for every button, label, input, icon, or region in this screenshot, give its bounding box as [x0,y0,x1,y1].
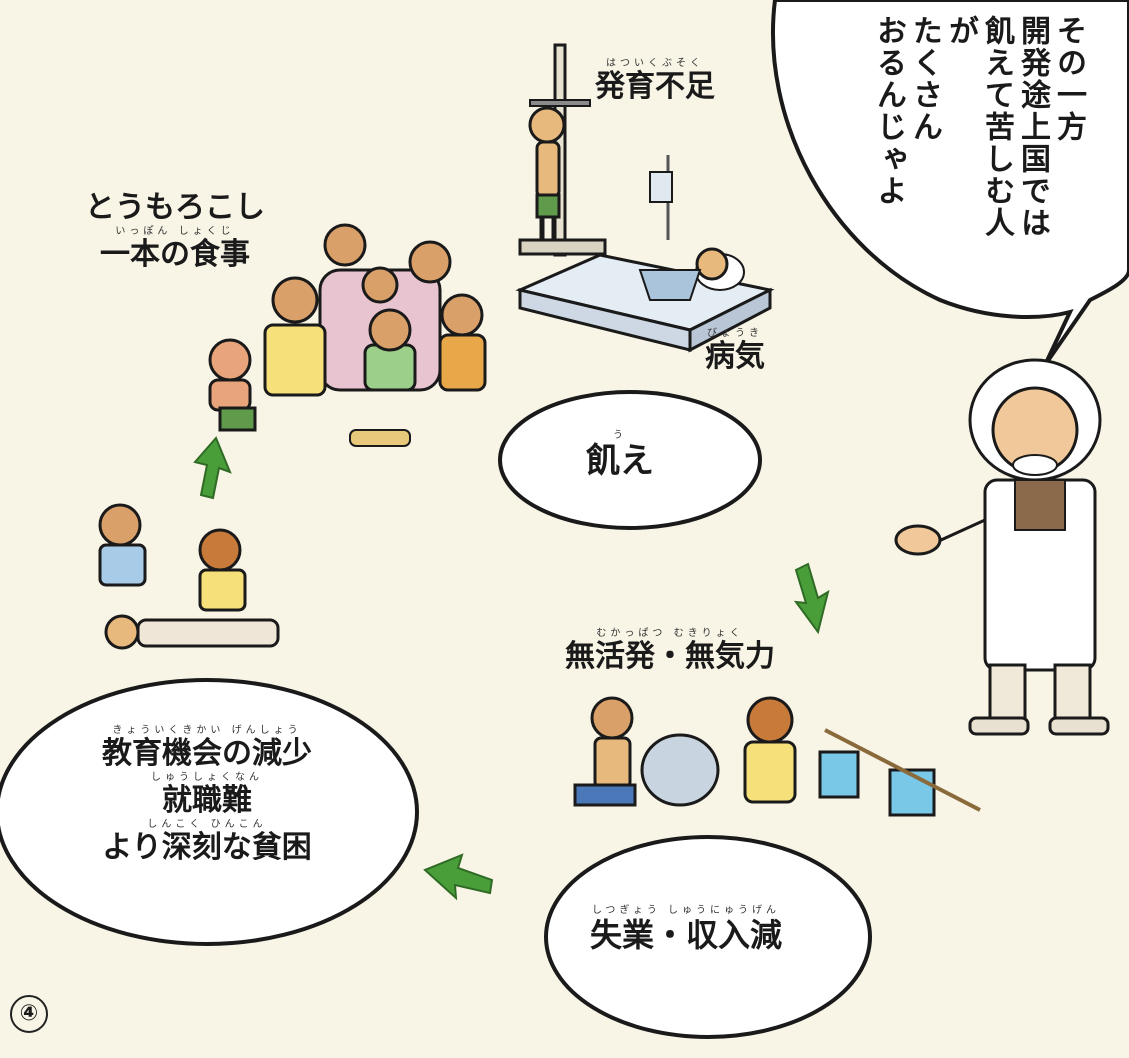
label-hunger: う 飢え [586,430,654,482]
speech-text: その一方 開発途上国では 飢えて苦しむ人が たくさん おるんじゃよ [870,15,1086,245]
speech-line-2: 開発途上国では [1015,15,1050,239]
crying-baby-figure [208,338,257,432]
arrow-left-icon [423,853,494,901]
label-corn-line2-text: 一本の食事 [100,237,250,272]
label-lethargy: むかっぱつ むきりょく 無活発・無気力 [565,628,775,675]
speech-bubble [771,0,1129,367]
ruby-stunted: はついくぶそく [606,58,704,69]
page-number: ④ [10,995,48,1033]
arrow-down-icon [793,562,830,635]
label-sickness-text: 病気 [705,339,765,374]
ruby-education-1: きょういくきかい げんしょう [112,725,302,736]
label-education: きょういくきかい げんしょう 教育機会の減少 しゅうしょくなん 就職難 しんこく… [62,725,352,866]
jobless-ellipse [544,835,872,1039]
label-hunger-text: 飢え [586,441,654,481]
professor-figure [894,358,1110,736]
label-corn-line2: いっぽん しょくじ 一本の食事 [100,226,250,273]
speech-line-3: 飢えて苦しむ人が [943,15,1014,239]
speech-line-1: その一方 [1051,15,1086,143]
speech-line-5: おるんじゃよ [871,15,906,207]
ruby-jobless: しつぎょう しゅうにゅうげん [591,905,781,916]
education-ellipse [0,678,419,946]
arrow-up-icon [193,436,232,500]
collapsed-child-figure [98,503,280,650]
label-corn-line1: とうもろこし [85,190,265,225]
ruby-education-3: しんこく ひんこん [147,819,267,830]
label-jobless: しつぎょう しゅうにゅうげん 失業・収入減 [590,905,782,954]
ruby-corn: いっぽん しょくじ [115,226,235,237]
label-education-line2: 就職難 [162,783,252,818]
label-education-line3: より深刻な貧困 [102,830,312,865]
label-education-line1: 教育機会の減少 [102,736,312,771]
label-stunted-text: 発育不足 [595,69,715,104]
lethargic-children-figure [573,696,981,817]
label-stunted: はついくぶそく 発育不足 [595,58,715,105]
stunted-child-figure [518,43,607,257]
label-jobless-text: 失業・収入減 [590,916,783,954]
hunger-ellipse [498,390,762,530]
ruby-lethargy: むかっぱつ むきりょく [596,628,744,639]
speech-line-4: たくさん [907,15,942,143]
label-lethargy-text: 無活発・無気力 [565,639,775,674]
ruby-education-2: しゅうしょくなん [151,772,263,783]
family-figure [263,223,487,447]
ruby-sickness: びょうき [707,328,763,339]
label-sickness: びょうき 病気 [705,328,765,375]
sick-child-figure [515,155,775,353]
ruby-hunger: う [613,430,627,441]
